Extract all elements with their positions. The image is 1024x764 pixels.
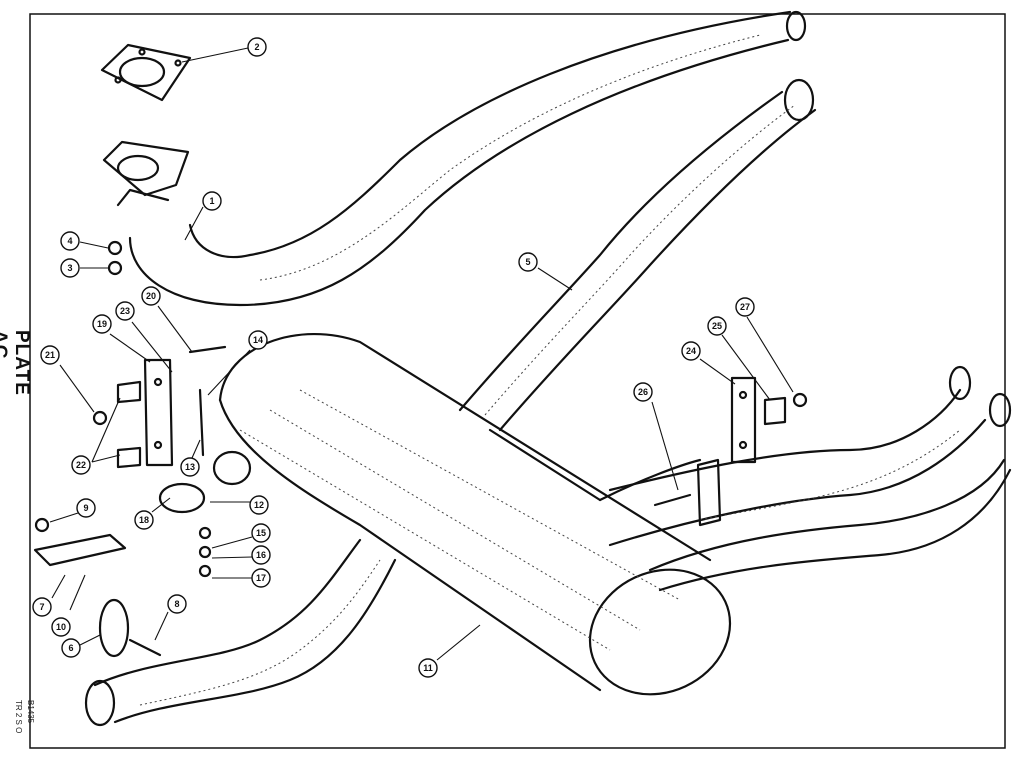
callout-2-label: 2 <box>254 42 259 52</box>
callout-14: 14 <box>248 330 268 350</box>
callout-3-label: 3 <box>67 263 72 273</box>
callout-6: 6 <box>61 638 81 658</box>
silencer-part <box>218 333 732 696</box>
callout-8-label: 8 <box>174 599 179 609</box>
callout-18-label: 18 <box>139 515 149 525</box>
callout-12-label: 12 <box>254 500 264 510</box>
callout-21-label: 21 <box>45 350 55 360</box>
callout-13: 13 <box>180 457 200 477</box>
callout-1: 1 <box>202 191 222 211</box>
callout-24-label: 24 <box>686 346 696 356</box>
callout-24: 24 <box>681 341 701 361</box>
callout-2: 2 <box>247 37 267 57</box>
plate-title: PLATE AC <box>0 330 32 396</box>
callout-15: 15 <box>251 523 271 543</box>
callout-9: 9 <box>76 498 96 518</box>
callout-22-label: 22 <box>76 460 86 470</box>
callout-27: 27 <box>735 297 755 317</box>
front-pipe-part <box>102 10 807 307</box>
callout-23-label: 23 <box>120 306 130 316</box>
callout-25: 25 <box>707 316 727 336</box>
intermediate-pipe-part <box>458 78 817 432</box>
gasket-part <box>100 43 192 102</box>
callout-25-label: 25 <box>712 321 722 331</box>
callout-27-label: 27 <box>740 302 750 312</box>
callout-4-label: 4 <box>67 236 72 246</box>
callout-7-label: 7 <box>39 602 44 612</box>
callout-3: 3 <box>60 258 80 278</box>
callout-13-label: 13 <box>185 462 195 472</box>
callout-21: 21 <box>40 345 60 365</box>
callout-15-label: 15 <box>256 528 266 538</box>
callout-5-label: 5 <box>525 257 530 267</box>
callout-19-label: 19 <box>97 319 107 329</box>
callout-11-label: 11 <box>423 663 433 673</box>
callout-5: 5 <box>518 252 538 272</box>
callout-23: 23 <box>115 301 135 321</box>
callout-7: 7 <box>32 597 52 617</box>
callout-4: 4 <box>60 231 80 251</box>
callout-8: 8 <box>167 594 187 614</box>
callout-9-label: 9 <box>83 503 88 513</box>
callout-17: 17 <box>251 568 271 588</box>
callout-19: 19 <box>92 314 112 334</box>
callout-16: 16 <box>251 545 271 565</box>
callout-17-label: 17 <box>256 573 266 583</box>
lower-pipe-part <box>84 538 397 727</box>
plate-border <box>29 13 1006 749</box>
clamp-hardware <box>33 240 808 658</box>
callout-10: 10 <box>51 617 71 637</box>
callout-10-label: 10 <box>56 622 66 632</box>
callout-12: 12 <box>249 495 269 515</box>
callout-11: 11 <box>418 658 438 678</box>
leader-lines <box>49 47 794 661</box>
callout-18: 18 <box>134 510 154 530</box>
callout-20-label: 20 <box>146 291 156 301</box>
callout-20: 20 <box>141 286 161 306</box>
tailpipes-part <box>608 365 1012 592</box>
callout-26: 26 <box>633 382 653 402</box>
model-code: TR 2 S O <box>14 700 23 734</box>
callout-1-label: 1 <box>209 196 214 206</box>
callout-14-label: 14 <box>253 335 263 345</box>
callout-6-label: 6 <box>68 643 73 653</box>
callout-22: 22 <box>71 455 91 475</box>
callout-16-label: 16 <box>256 550 266 560</box>
callout-26-label: 26 <box>638 387 648 397</box>
